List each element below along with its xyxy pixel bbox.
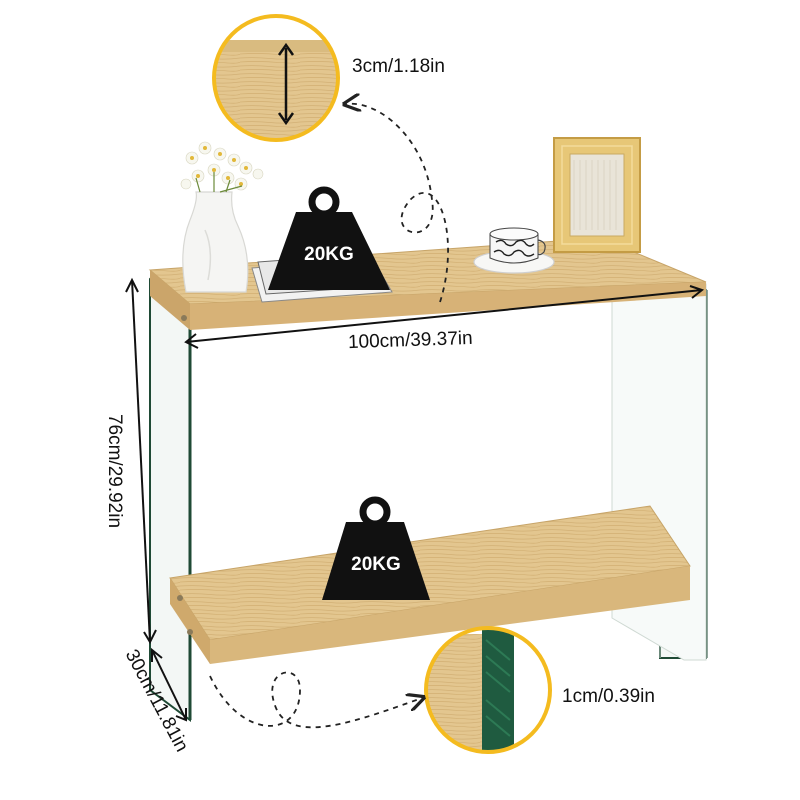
coffee-cup xyxy=(473,227,555,274)
dashed-connectors xyxy=(209,104,449,729)
dimension-lines xyxy=(125,277,705,722)
glass-thickness-label: 1cm/0.39in xyxy=(562,686,655,707)
top-thickness-detail xyxy=(212,14,340,142)
weight-label-bottom: 20KG xyxy=(351,554,401,575)
top-thickness-label: 3cm/1.18in xyxy=(352,56,445,77)
weight-label-top: 20KG xyxy=(304,244,354,265)
weight-icon: 20KG xyxy=(322,496,430,600)
bottom-shelf xyxy=(169,505,691,664)
width-label: 100cm/39.37in xyxy=(347,327,473,354)
weight-icon: 20KG xyxy=(268,186,390,290)
flower-vase xyxy=(180,141,264,293)
height-label: 76cm/29.92in xyxy=(104,413,125,529)
picture-frame xyxy=(553,137,641,253)
glass-thickness-detail xyxy=(424,626,552,754)
